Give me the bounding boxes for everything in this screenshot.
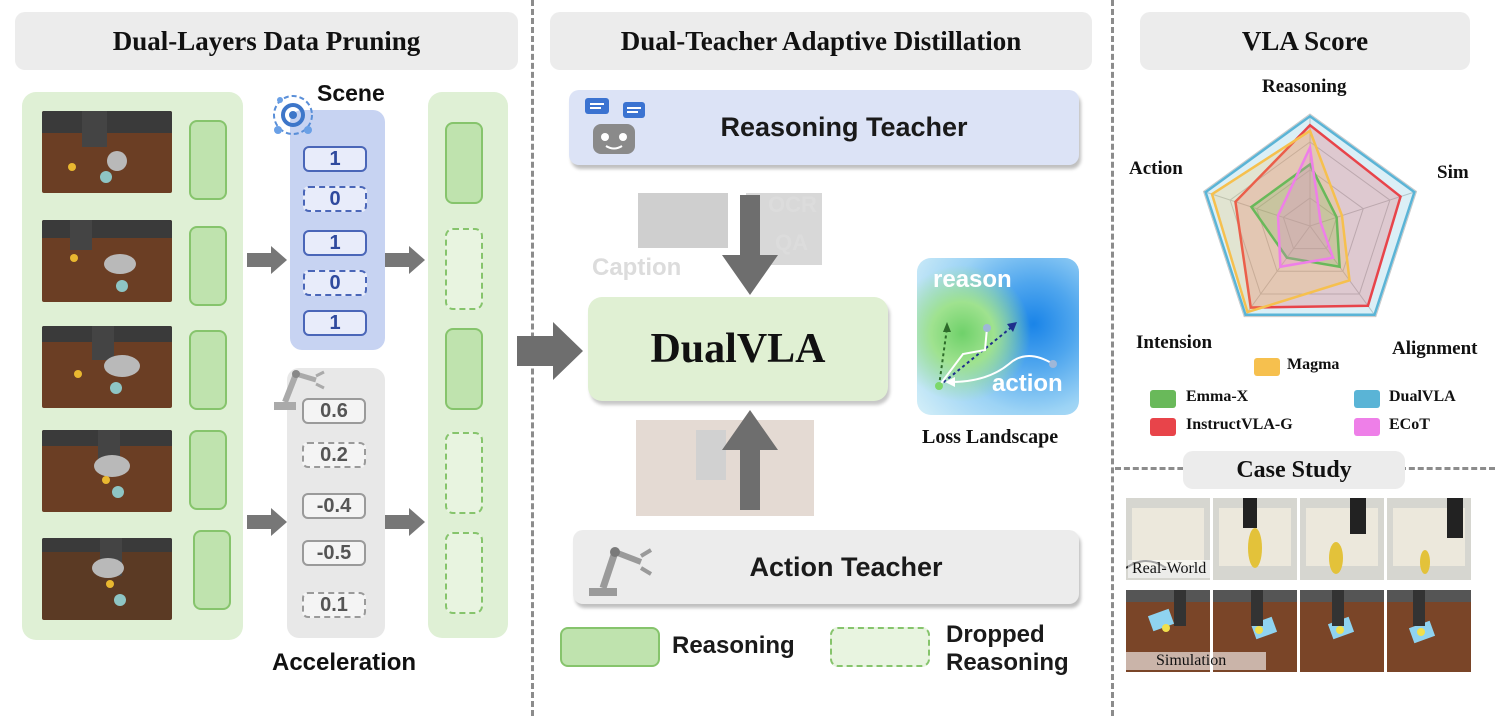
- real-world-frame-3: [1300, 498, 1384, 580]
- acceleration-label: Acceleration: [272, 649, 417, 676]
- scene-label: Scene: [317, 80, 385, 106]
- radar-series-instructvla-g: [1234, 123, 1402, 309]
- robot-frame-2: [42, 220, 172, 302]
- legend-swatch-ecot: [1354, 418, 1380, 436]
- reasoning-slot-3: [189, 330, 227, 410]
- loss-landscape: reason action: [917, 258, 1079, 415]
- faded-qa-label: QA: [775, 230, 808, 255]
- radar-grid-ring-2: [1256, 169, 1364, 272]
- kept-reasoning-2: [445, 328, 483, 410]
- radar-axis-action: Action: [1129, 158, 1183, 179]
- arrow-scene-to-output: [385, 246, 425, 274]
- legend-label-magma: Magma: [1287, 356, 1340, 373]
- simulation-frame-4: [1387, 590, 1471, 672]
- legend-reasoning-swatch: [560, 627, 660, 667]
- dualvla-model-box: DualVLA: [588, 297, 888, 401]
- faded-caption-label: Caption: [592, 254, 682, 281]
- scene-value-4: 0: [303, 270, 367, 296]
- radar-spoke-sim: [1309, 190, 1417, 227]
- arrow-to-scene: [247, 246, 287, 274]
- simulation-frame-3: [1300, 590, 1384, 672]
- simulation-label: Simulation: [1126, 652, 1266, 670]
- dropped-reasoning-1: [445, 228, 483, 310]
- robot-frame-3: [42, 326, 172, 408]
- legend-swatch-emma-x: [1150, 390, 1176, 408]
- real-world-frame-2: [1213, 498, 1297, 580]
- legend-label-instructvla-g: InstructVLA-G: [1186, 416, 1293, 433]
- reasoning-teacher-label: Reasoning Teacher: [720, 112, 968, 142]
- separator-right: [1111, 0, 1114, 716]
- acceleration-value-1: 0.6: [302, 398, 366, 424]
- real-world-label: Real-World: [1128, 560, 1211, 578]
- arrow-action-to-dualvla: [722, 410, 778, 510]
- arrow-to-acceleration: [247, 508, 287, 536]
- legend-label-dualvla: DualVLA: [1389, 388, 1456, 405]
- vla-score-title: VLA Score: [1140, 12, 1470, 70]
- vla-score-radar: [1202, 113, 1418, 318]
- scene-gear-icon: [270, 92, 316, 138]
- acceleration-value-4: -0.5: [302, 540, 366, 566]
- dualvla-model-name: DualVLA: [650, 326, 826, 372]
- radar-axis-reasoning: Reasoning: [1262, 76, 1347, 97]
- legend-dropped-label-2: Reasoning: [946, 649, 1069, 676]
- legend-swatch-dualvla: [1354, 390, 1380, 408]
- legend-swatch-instructvla-g: [1150, 418, 1176, 436]
- dropped-reasoning-3: [445, 532, 483, 614]
- loss-reason-label: reason: [933, 266, 1012, 293]
- acceleration-value-2: 0.2: [302, 442, 366, 468]
- loss-landscape-caption: Loss Landscape: [922, 426, 1059, 448]
- real-world-frame-4: [1387, 498, 1471, 580]
- scene-value-2: 0: [303, 186, 367, 212]
- distillation-section-title: Dual-Teacher Adaptive Distillation: [550, 12, 1092, 70]
- radar-series-ecot: [1276, 143, 1335, 269]
- loss-action-label: action: [992, 370, 1063, 397]
- radar-grid-ring-4: [1202, 113, 1418, 318]
- acceleration-value-5: 0.1: [302, 592, 366, 618]
- reasoning-slot-4: [189, 430, 227, 510]
- legend-label-ecot: ECoT: [1389, 416, 1430, 433]
- scene-value-3: 1: [303, 230, 367, 256]
- reasoning-slot-2: [189, 226, 227, 306]
- acceleration-value-3: -0.4: [302, 493, 366, 519]
- acceleration-values: 0.6 0.2 -0.4 -0.5 0.1: [302, 398, 366, 628]
- robot-frame-4: [42, 430, 172, 512]
- action-teacher-box: Action Teacher: [573, 530, 1079, 604]
- radar-axis-alignment: Alignment: [1392, 338, 1478, 359]
- radar-spoke-intension: [1243, 225, 1311, 317]
- robot-frame-5: [42, 538, 172, 620]
- dropped-reasoning-2: [445, 432, 483, 514]
- scene-value-1: 1: [303, 146, 367, 172]
- faded-robot-scene: [636, 420, 814, 516]
- arrow-acceleration-to-output: [385, 508, 425, 536]
- radar-axis-intension: Intension: [1136, 332, 1213, 353]
- legend-label-emma-x: Emma-X: [1186, 388, 1249, 405]
- legend-dropped-label-1: Dropped: [946, 621, 1045, 648]
- arrow-to-dualvla: [517, 322, 583, 380]
- pruning-section-title: Dual-Layers Data Pruning: [15, 12, 518, 70]
- legend-swatch-magma: [1254, 358, 1280, 376]
- case-study-title: Case Study: [1183, 451, 1405, 489]
- scene-value-5: 1: [303, 310, 367, 336]
- reasoning-slot-5: [193, 530, 231, 610]
- robot-arm-icon: [268, 362, 328, 412]
- scene-values: 1 0 1 0 1: [303, 146, 367, 346]
- radar-grid-ring-3: [1229, 141, 1391, 295]
- radar-grid-ring-1: [1282, 197, 1338, 250]
- action-teacher-label: Action Teacher: [749, 551, 943, 582]
- legend-reasoning-label: Reasoning: [672, 632, 795, 659]
- legend-dropped-swatch: [830, 627, 930, 667]
- radar-spoke-alignment: [1309, 225, 1377, 317]
- reasoning-teacher-box: Reasoning Teacher: [569, 90, 1079, 165]
- radar-axis-sim: Sim: [1437, 162, 1469, 183]
- action-robot-arm-icon: [585, 538, 657, 598]
- kept-reasoning-1: [445, 122, 483, 204]
- robot-face-icon: [583, 94, 647, 160]
- robot-frame-1: [42, 111, 172, 193]
- reasoning-slot-1: [189, 120, 227, 200]
- radar-spoke-action: [1203, 190, 1311, 227]
- arrow-reasoning-to-dualvla: [722, 195, 778, 295]
- faded-ocr-label: OCR: [768, 192, 817, 217]
